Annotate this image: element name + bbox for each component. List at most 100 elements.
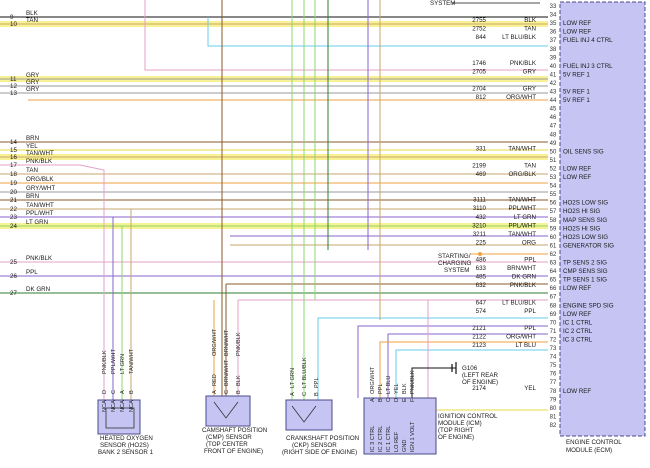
circuit-wire-color: ORG/WHT (506, 94, 536, 101)
ecm-pin-number: 37 (550, 38, 557, 44)
circuit-number: 2123 (472, 342, 486, 349)
left-row-label: TAN/WHT (26, 202, 54, 209)
circuit-number: 633 (476, 265, 487, 272)
left-row-label: GRY/WHT (26, 185, 55, 192)
icm-terminal-label: IC 1 CTRL (386, 426, 392, 452)
icm-pin-letter: A (370, 398, 376, 402)
ho2s-nca-label: NCA (129, 400, 135, 412)
circuit-number: 812 (476, 94, 487, 101)
ecm-block (559, 1, 646, 437)
circuit-number: 432 (476, 214, 487, 221)
wire-orgwht-72 (379, 341, 548, 398)
ecm-pin-number: 46 (550, 115, 557, 121)
ho2s-pin-letter: C (111, 390, 117, 394)
ho2s-caption-1: HEATED OXYGEN (100, 435, 153, 442)
top-system-label: SYSTEM (430, 0, 455, 7)
ho2s-nca-label: NCA (111, 400, 117, 412)
circuit-wire-color: GRY (523, 68, 536, 75)
left-row-number: 9 (10, 14, 14, 21)
circuit-number: 2755 (472, 17, 486, 24)
icm-wire-color: YEL (394, 383, 400, 394)
cmp-pin-color: BRN/WHT (224, 359, 230, 386)
ecm-pin-number: 74 (550, 355, 557, 361)
ho2s-wire-pnkblk (79, 164, 105, 400)
circuit-wire-color: BLK (524, 17, 537, 24)
cmp-pin-letter: B (236, 390, 242, 394)
cmp-pin-color: RED (212, 374, 218, 386)
circuit-wire-color: ORG (522, 239, 536, 246)
ecm-pin-label: LOW REF (563, 388, 591, 395)
wire-ppl-71 (387, 333, 548, 398)
left-row-number: 23 (10, 214, 17, 221)
icm-caption-3: (TOP RIGHT (438, 427, 474, 434)
circuit-number: 2704 (472, 86, 486, 93)
icm-wire-color: BLK (402, 383, 408, 394)
circuit-wire-color: ORG/BLK (508, 171, 536, 178)
ecm-pin-label: CMP SENS SIG (563, 268, 608, 275)
circuit-wire-color: PPL (524, 308, 536, 315)
ecm-pin-label: GENERATOR SIG (563, 242, 614, 249)
ecm-pin-number: 56 (550, 201, 557, 207)
left-row-number: 14 (10, 139, 17, 146)
circuit-number: 3111 (473, 197, 486, 204)
ecm-pin-number: 58 (550, 218, 557, 224)
ecm-pin-number: 36 (550, 30, 557, 36)
left-row-label: GRY (26, 79, 39, 86)
ecm-pin-number: 52 (550, 166, 557, 172)
circuit-wire-color: TAN/WHT (508, 231, 536, 238)
icm-caption-1: IGNITION CONTROL (438, 413, 498, 420)
circuit-number: 469 (476, 171, 487, 178)
ecm-pin-number: 68 (550, 303, 557, 309)
ecm-pin-label: TP SENS 2 SIG (563, 260, 607, 267)
ecm-pin-number: 45 (550, 107, 557, 113)
circuit-number: 2705 (472, 68, 486, 75)
left-row-number: 19 (10, 180, 17, 187)
ecm-pin-number: 33 (550, 4, 557, 10)
ecm-pin-label: OIL SENS SIG (563, 148, 604, 155)
icm-terminal-label: IC 3 CTRL (370, 426, 376, 452)
circuit-wire-color: LT BLU/BLK (502, 299, 537, 306)
icm-terminal-label: LO REF (394, 431, 400, 452)
charging-splice (478, 252, 482, 256)
icm-wire-color: PNK/BLK (410, 370, 416, 394)
ecm-pin-number: 73 (550, 346, 557, 352)
left-row-label: BRN (26, 135, 39, 142)
ecm-pin-label: TP SENS 1 SIG (563, 277, 607, 284)
left-row-labels: 9BLK10TAN11GRY12GRY13GRY14BRN15YEL16TAN/… (10, 10, 55, 297)
ecm-pin-label: LOW REF (563, 165, 591, 172)
ho2s-caption-3: BANK 2 SENSOR 1 (98, 449, 154, 456)
circuit-wire-color: TAN/WHT (508, 145, 536, 152)
left-row-number: 17 (10, 162, 17, 169)
ecm-pin-label: HO2S LOW SIG (563, 200, 608, 207)
ecm-pin-number: 71 (550, 329, 557, 335)
ecm-pin-number: 76 (550, 372, 557, 378)
ecm-pin-label: LOW REF (563, 285, 591, 292)
ecm-pin-number: 53 (550, 175, 557, 181)
circuit-number: 2199 (472, 162, 486, 169)
icm-terminal-label: IGN 1 VOLT (410, 421, 416, 452)
ecm-pin-number: 39 (550, 55, 557, 61)
circuit-number: 632 (476, 282, 487, 289)
ho2s-caption-2: SENSOR (HO2S) (100, 442, 149, 449)
icm-pin-letter: E (402, 398, 408, 402)
left-row-number: 16 (10, 154, 17, 161)
circuit-wire-color: LT GRN (514, 214, 536, 221)
ecm-pin-number: 51 (550, 158, 557, 164)
ecm-pin-number: 49 (550, 141, 557, 147)
ho2s-wire-label: PPL/WHT (111, 349, 117, 374)
ecm-pin-label: 5V REF 1 (563, 71, 590, 78)
ecm-pin-number: 55 (550, 192, 557, 198)
circuit-number: 331 (476, 145, 487, 152)
ecm-pin-label: 5V REF 1 (563, 89, 590, 96)
charging-label-2: CHARGING (438, 260, 472, 267)
icm-wire-color: ORG/WHT (370, 366, 376, 394)
ecm-pin-number: 35 (550, 21, 557, 27)
left-row-number: 27 (10, 290, 17, 297)
icm-box (363, 397, 437, 455)
circuit-number: 2752 (472, 26, 486, 33)
cmp-caption-1: CAMSHAFT POSITION (202, 427, 267, 434)
ecm-pin-number: 47 (550, 124, 557, 130)
ho2s-nca-label: NCA (120, 400, 126, 412)
